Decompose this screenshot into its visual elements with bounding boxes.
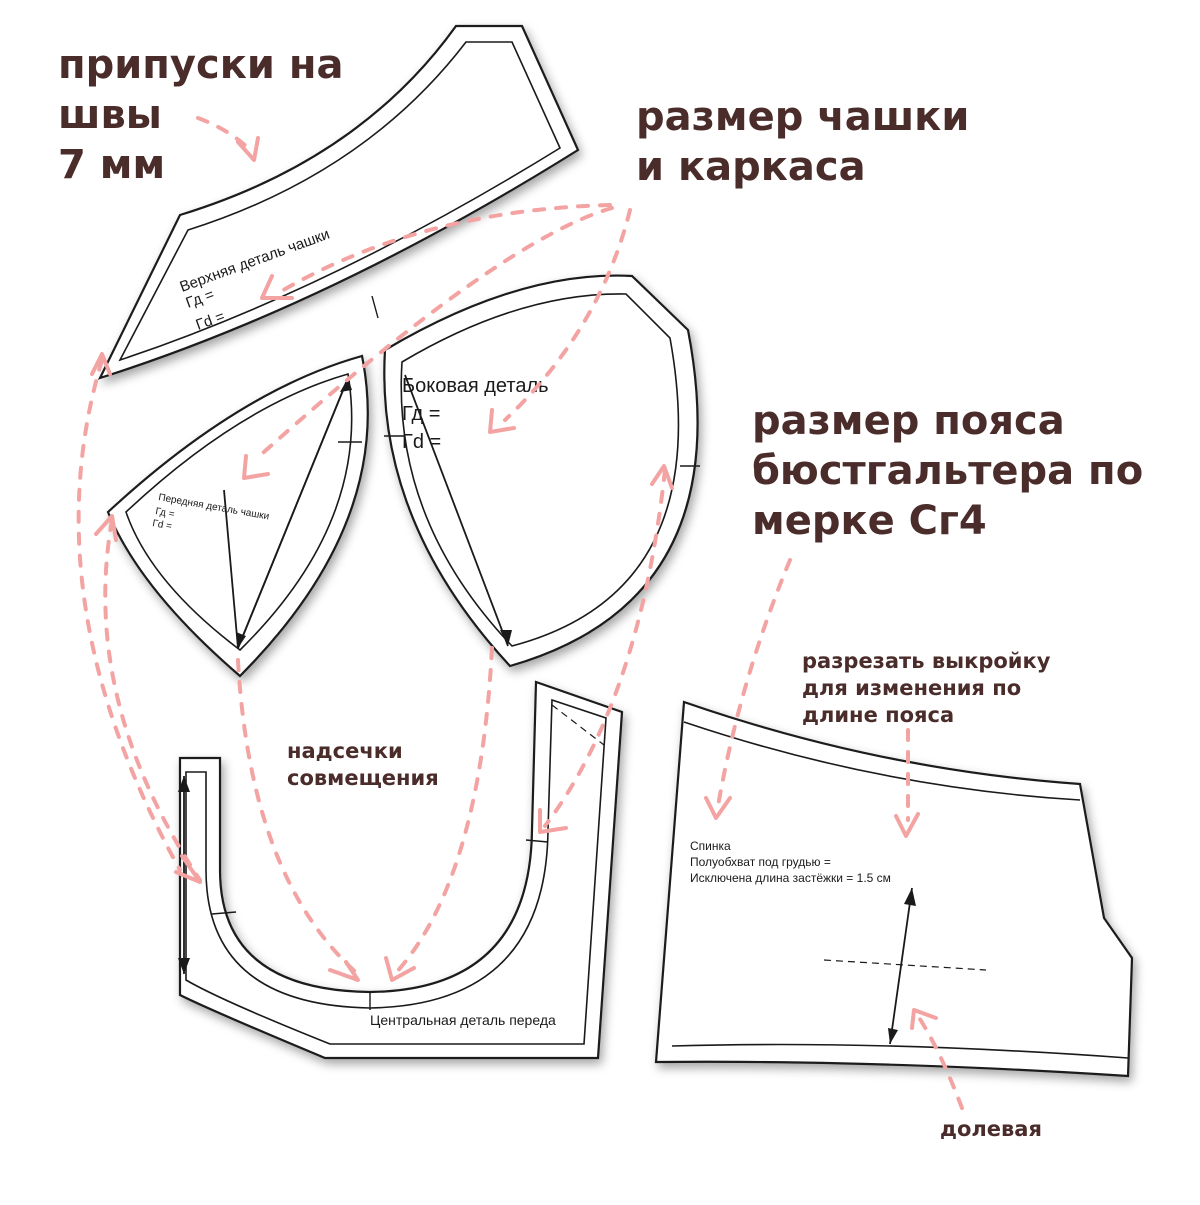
grain-arrow <box>916 1014 964 1110</box>
center-front-piece: Центральная деталь переда <box>178 680 624 1060</box>
side-cup-piece: Боковая деталь Гд = Гd = <box>383 274 700 668</box>
back-piece: Спинка Полуобхват под грудью = Исключена… <box>654 700 1134 1078</box>
band-arrow <box>716 558 792 808</box>
notch-arrow-left-outer <box>76 358 182 872</box>
notch-arrow-center <box>236 658 362 978</box>
front-cup-guide <box>223 489 239 649</box>
front-cup-piece: Передняя деталь чашки Гд = Гd = <box>106 354 369 678</box>
cut-pattern-label: разрезать выкройку для изменения по длин… <box>802 649 1051 727</box>
back-title: Спинка <box>690 839 731 853</box>
upper-cup-piece: Верхняя деталь чашки Гд = Гd = <box>97 24 580 380</box>
notch-mark <box>371 295 379 319</box>
cup-arrow-front <box>253 206 614 462</box>
notch-mark <box>525 839 549 843</box>
cut-line <box>551 704 605 746</box>
back-line1: Полуобхват под грудью = <box>690 855 831 869</box>
notch-arrow-left-inner <box>103 518 202 882</box>
cut-line <box>823 959 987 971</box>
notches-label: надсечки совмещения <box>287 739 439 790</box>
side-cup-line1: Гд = <box>402 403 440 425</box>
side-cup-grainline <box>404 374 509 647</box>
notch-mark <box>211 911 237 915</box>
side-cup-title: Боковая деталь <box>402 375 549 397</box>
seam-allowance-label: припуски на швы 7 мм <box>58 42 344 188</box>
front-cup-line2: Гd = <box>151 518 172 532</box>
notch-arrow-side <box>393 646 494 976</box>
cup-arrow-side <box>503 208 632 422</box>
center-front-title: Центральная деталь переда <box>370 1012 556 1028</box>
back-grainline <box>889 887 913 1045</box>
pointer-arrows <box>76 116 964 1110</box>
side-cup-line2: Гd = <box>402 431 441 453</box>
cup-arrow-upper <box>278 203 612 294</box>
band-size-label: размер пояса бюстгальтера по мерке Сг4 <box>752 398 1144 544</box>
notch-arrow-right <box>543 468 667 828</box>
grainline-label: долевая <box>940 1117 1042 1141</box>
front-cup-line1: Гд = <box>154 506 175 520</box>
back-line2: Исключена длина застёжки = 1.5 см <box>690 871 891 885</box>
seam-arrow <box>196 116 252 152</box>
cup-size-label: размер чашки и каркаса <box>636 94 970 190</box>
